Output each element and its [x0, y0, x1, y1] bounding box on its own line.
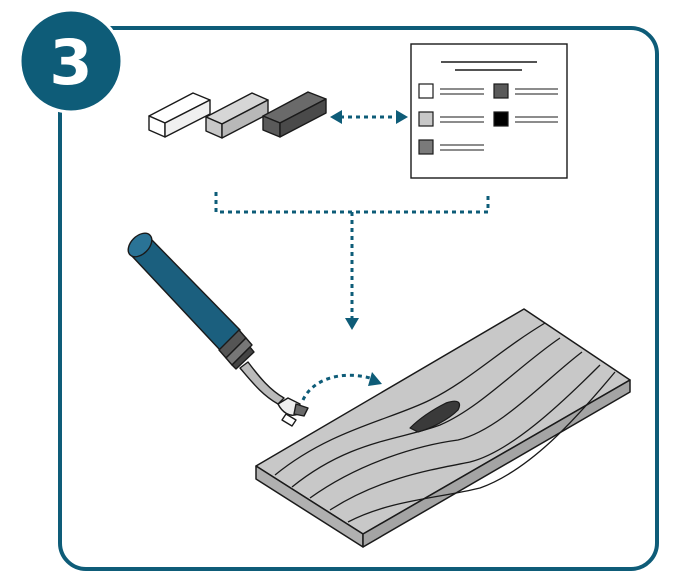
swatch-light-grey [418, 111, 434, 127]
scratch-gouge-icon [409, 400, 461, 433]
crayon-light-grey [205, 92, 269, 139]
combine-arrow-head [345, 318, 359, 330]
step-badge: 3 [18, 8, 124, 114]
crayon-dark-grey [262, 91, 327, 138]
step-number: 3 [49, 26, 92, 99]
melting-pen-icon [127, 232, 309, 427]
swatch-dark-grey [493, 83, 509, 99]
apply-arrow [301, 373, 371, 401]
compare-arrow-right-head [396, 110, 408, 124]
chart-card [410, 43, 568, 179]
swatch-medium-grey [418, 139, 434, 155]
swatch-black [493, 111, 509, 127]
color-chart-icon [410, 43, 568, 179]
combine-arrow [214, 192, 490, 318]
wax-crayon-sticks-icon [148, 91, 327, 139]
crayon-white [148, 92, 211, 138]
wood-board-icon [255, 308, 631, 548]
wood-grain [274, 322, 616, 523]
apply-arrow-head [368, 372, 382, 386]
compare-arrow-left-head [330, 110, 342, 124]
step-badge-circle [20, 10, 122, 112]
swatch-white [418, 83, 434, 99]
board-side [362, 379, 631, 548]
